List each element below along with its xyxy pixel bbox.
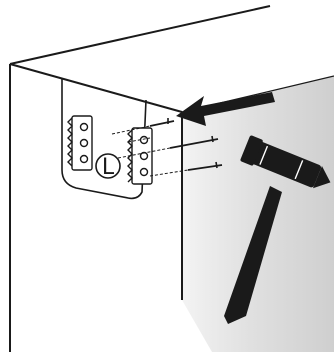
wall-panel: [182, 76, 334, 352]
bracket-marker: L: [96, 154, 120, 180]
bracket-marker-label: L: [102, 155, 115, 180]
bracket-left: [68, 116, 92, 170]
bracket-right: [128, 128, 152, 184]
